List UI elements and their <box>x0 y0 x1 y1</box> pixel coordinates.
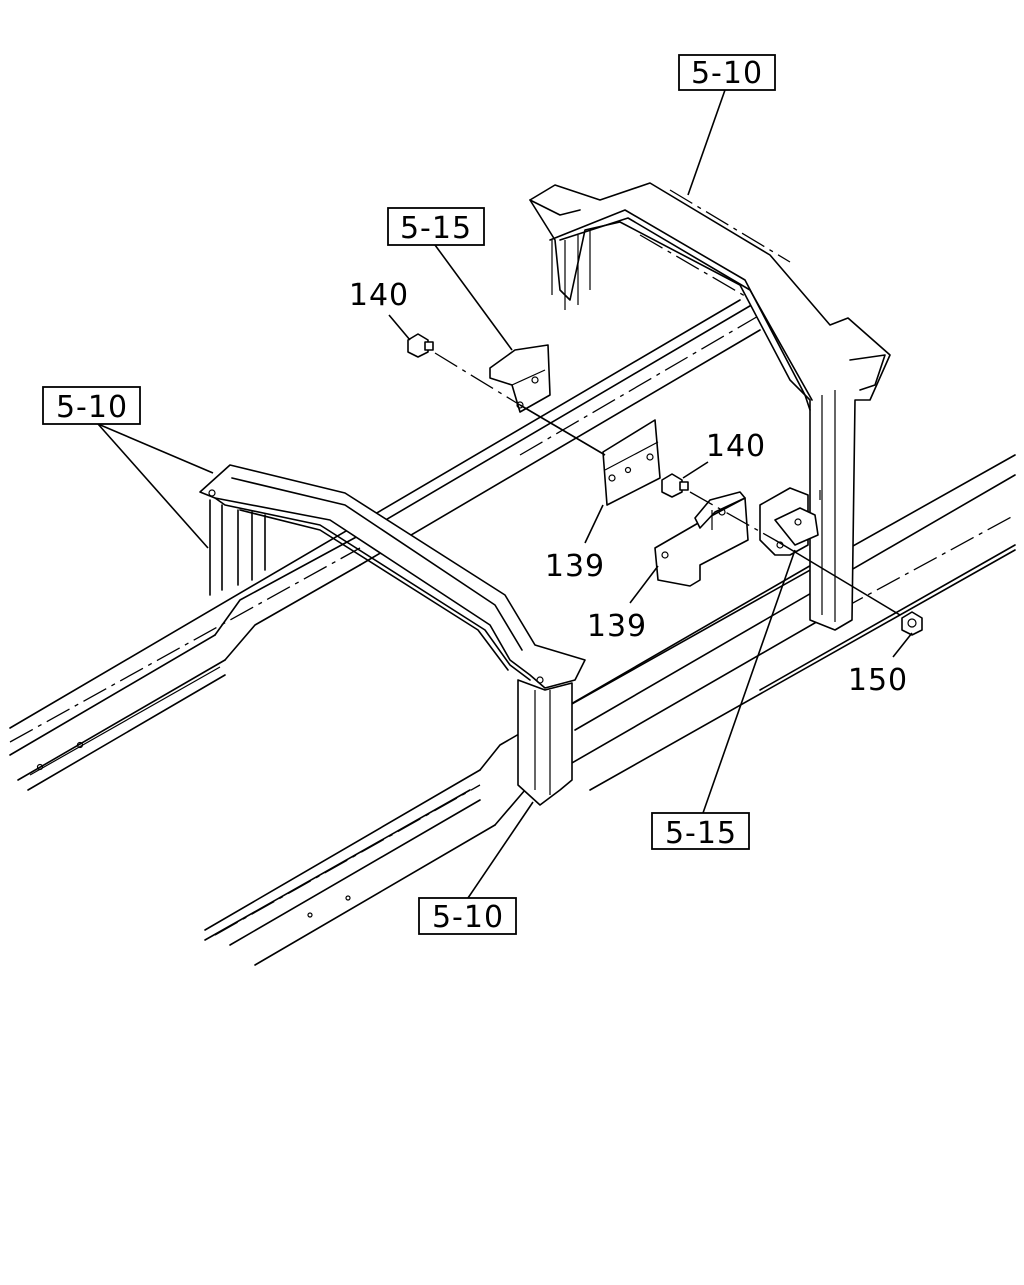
nut-icon <box>901 611 923 636</box>
callout-ref-left-label: 5-10 <box>56 390 128 425</box>
frame-rail-right <box>204 454 1016 966</box>
callout-ref-top-label: 5-10 <box>691 56 763 91</box>
frame-rail-left <box>9 299 761 791</box>
assembly-lines <box>434 352 901 616</box>
callout-ref-left[interactable]: 5-10 <box>42 386 141 425</box>
part-label-bolt-lower[interactable]: 140 <box>706 429 766 464</box>
callout-ref-lower-bracket-label: 5-15 <box>665 816 737 851</box>
part-label-bolt-upper[interactable]: 140 <box>349 278 409 313</box>
front-crossmember <box>199 464 586 806</box>
callout-ref-bottom[interactable]: 5-10 <box>418 897 517 935</box>
part-label-plate-lower[interactable]: 139 <box>587 609 647 644</box>
plate-lower <box>654 491 749 587</box>
part-label-plate-upper[interactable]: 139 <box>545 549 605 584</box>
rear-crossmember <box>529 182 891 631</box>
leader-lines <box>97 89 913 899</box>
bolt-lower-icon <box>661 473 689 498</box>
callout-ref-top[interactable]: 5-10 <box>678 54 776 91</box>
callout-ref-bottom-label: 5-10 <box>432 900 504 935</box>
part-label-nut[interactable]: 150 <box>848 663 908 698</box>
upper-bracket <box>489 344 551 413</box>
callout-ref-upper-bracket[interactable]: 5-15 <box>387 207 485 246</box>
callout-ref-upper-bracket-label: 5-15 <box>400 211 472 246</box>
callout-ref-lower-bracket[interactable]: 5-15 <box>651 812 750 851</box>
bolt-upper-icon <box>407 333 434 358</box>
plate-upper <box>602 419 661 506</box>
